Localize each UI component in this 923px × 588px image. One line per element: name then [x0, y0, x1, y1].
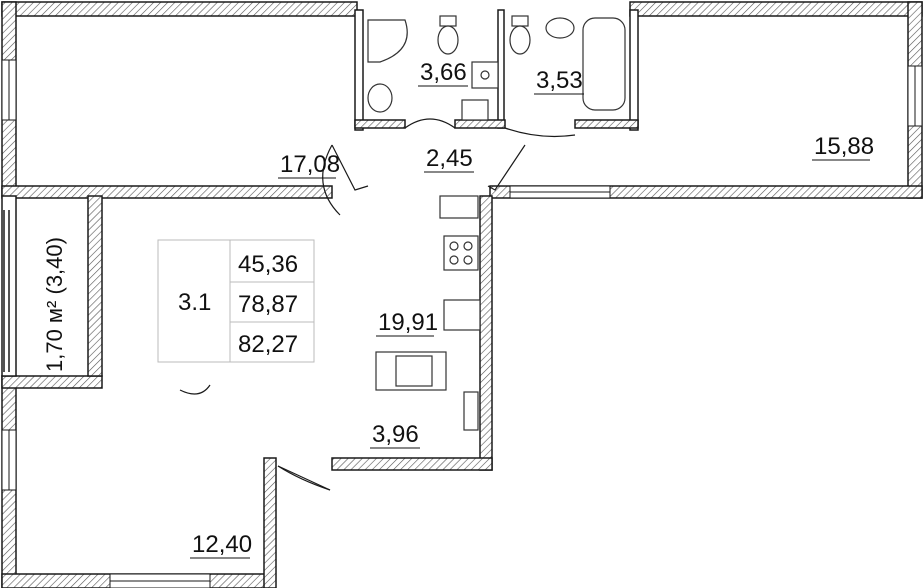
label-room-bottom-left: 12,40: [192, 531, 252, 558]
label-bathroom-left: 3,66: [420, 59, 467, 86]
label-kitchen-living: 19,91: [378, 309, 438, 336]
label-room-right: 15,88: [814, 133, 874, 160]
label-corridor-top: 2,45: [426, 145, 473, 172]
balcony-label: 1,70 м² (3,40): [42, 237, 67, 372]
windows: [1, 59, 923, 588]
apartment-code: 3.1: [178, 289, 211, 316]
living-area: 45,36: [238, 251, 298, 278]
label-hall: 3,96: [372, 421, 419, 448]
label-room-left: 17,08: [280, 151, 340, 178]
room-labels: 17,08 3,66 2,45 3,53 15,88 19,91 3,96 12…: [42, 59, 874, 559]
fixtures: [367, 15, 626, 431]
total-area-with-balcony: 82,27: [238, 331, 298, 358]
doors: [179, 118, 576, 491]
info-table: [157, 239, 315, 363]
total-area: 78,87: [238, 291, 298, 318]
label-bathroom-right: 3,53: [536, 67, 583, 94]
